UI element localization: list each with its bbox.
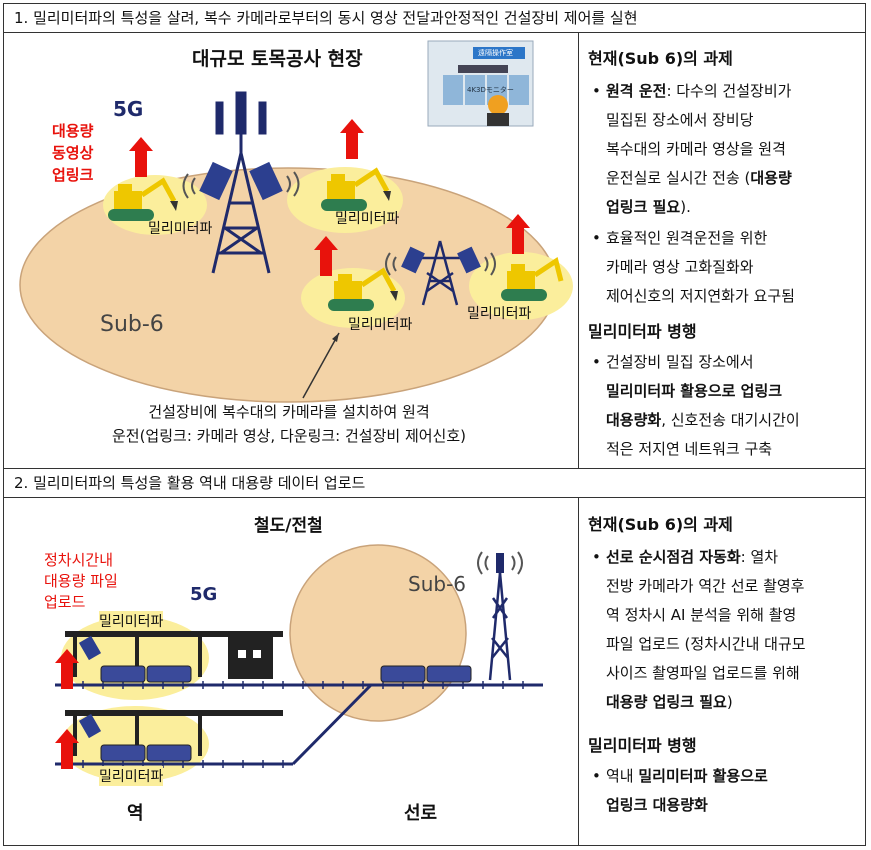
label-station: 역	[127, 803, 144, 824]
section1-divider	[578, 33, 579, 468]
section1-diagram-title: 대규모 토목공사 현장	[192, 48, 363, 70]
caption-line: 건설장비에 복수대의 카메라를 설치하여 원격	[148, 403, 430, 421]
section1-caption: 건설장비에 복수대의 카메라를 설치하여 원격 운전(업링크: 카메라 영상, …	[0, 400, 578, 448]
text: 카메라 영상 고화질화와	[606, 258, 754, 276]
panel-title: 밀리미터파 병행	[588, 736, 697, 755]
excavator-icon-3	[328, 267, 398, 311]
label-sub6: Sub-6	[408, 572, 467, 596]
label-sub6: Sub-6	[100, 312, 164, 337]
label-track: 선로	[404, 803, 438, 824]
caption-line: 운전(업링크: 카메라 영상, 다운링크: 건설장비 제어신호)	[111, 427, 467, 445]
uplink-line: 대용량 파일	[44, 572, 118, 590]
label-uplink: 정차시간내 대용량 파일 업로드	[44, 550, 118, 613]
bold-text: 밀리미터파 활용으로	[638, 767, 768, 785]
excavator-icon-2	[321, 167, 391, 211]
bullet-quality-latency: 효율적인 원격운전을 위한 카메라 영상 고화질화와 제어신호의 저지연화가 요…	[588, 224, 863, 311]
text: 운전실로 실시간 전송 (	[606, 169, 751, 187]
label-mmwave: 밀리미터파	[148, 221, 213, 237]
bold-text: 대용량화	[606, 411, 662, 429]
antenna-panel-icon	[78, 713, 102, 739]
uplink-line: 동영상	[52, 144, 94, 162]
text: 제어신호의 저지연화가 요구됨	[606, 287, 795, 305]
label-uplink: 대용량 동영상 업링크	[52, 120, 93, 186]
label-mmwave: 밀리미터파	[335, 211, 400, 227]
bold-text: 대용량 업링크 필요	[606, 693, 727, 711]
text: 밀집된 장소에서 장비당	[606, 111, 754, 129]
text: : 열차	[740, 548, 779, 566]
uplink-line: 대용량	[52, 122, 94, 140]
text: : 다수의 건설장비가	[666, 82, 792, 100]
text: 사이즈 촬영파일 업로드를 위해	[606, 664, 800, 682]
signal-waves-icon	[182, 171, 300, 199]
text: )	[726, 693, 733, 711]
text: 역내	[606, 767, 639, 785]
label-5g: 5G	[113, 97, 144, 121]
text: 복수대의 카메라 영상을 원격	[606, 140, 786, 158]
text: 효율적인 원격운전을 위한	[606, 229, 768, 247]
section2-divider	[578, 498, 579, 846]
text: ).	[680, 198, 691, 216]
antenna-panel-icon	[496, 553, 504, 573]
bold-text: 원격 운전	[606, 82, 667, 100]
text: 역 정차시 AI 분석을 위해 촬영	[606, 606, 797, 624]
section1-header: 1. 밀리미터파의 특성을 살려, 복수 카메라로부터의 동시 영상 전달과안정…	[3, 3, 866, 33]
bold-text: 업링크 필요	[606, 198, 681, 216]
section2-header: 2. 밀리미터파의 특성을 활용 역내 대용량 데이터 업로드	[3, 468, 866, 498]
label-mmwave: 밀리미터파	[348, 317, 413, 333]
signal-waves-icon	[385, 252, 496, 276]
uplink-arrow-icon	[129, 119, 530, 276]
antenna-panel-icon	[78, 635, 102, 661]
uplink-arrow-icon	[55, 649, 79, 769]
bullet-mmwave: 역내 밀리미터파 활용으로 업링크 대용량화	[588, 762, 863, 820]
antenna-panel-icon	[199, 161, 233, 201]
main-tower-icon	[211, 91, 271, 274]
bold-text: 밀리미터파 활용으로 업링크	[606, 382, 783, 400]
remote-room-sign: 遠隔操作室	[478, 49, 513, 57]
excavator-icon-1	[108, 177, 178, 221]
bold-text: 업링크 대용량화	[606, 796, 708, 814]
antenna-panel-icon	[249, 161, 283, 201]
uplink-line: 업링크	[52, 166, 94, 184]
panel-title: 현재(Sub 6)의 과제	[588, 49, 733, 68]
bullet-remote-operation: 원격 운전: 다수의 건설장비가 밀집된 장소에서 장비당 복수대의 카메라 영…	[588, 77, 863, 222]
antenna-panel-icon	[457, 246, 481, 274]
small-tower-icon	[415, 240, 465, 306]
text: 전방 카메라가 역간 선로 촬영후	[606, 577, 805, 595]
bullet-mmwave: 건설장비 밀집 장소에서 밀리미터파 활용으로 업링크 대용량화, 신호전송 대…	[588, 348, 863, 464]
excavator-icon-4	[501, 256, 564, 301]
bullet-track-inspection: 선로 순시점검 자동화: 열차 전방 카메라가 역간 선로 촬영후 역 정차시 …	[588, 543, 863, 717]
station-building-icon	[65, 631, 283, 756]
bold-text: 선로 순시점검 자동화	[606, 548, 741, 566]
bold-text: 대용량	[750, 169, 792, 187]
label-mmwave: 밀리미터파	[467, 306, 532, 322]
railway-track	[55, 683, 543, 766]
signal-waves-icon	[477, 551, 523, 575]
section1-diagram	[19, 40, 573, 403]
caption-pointer	[302, 332, 340, 399]
panel-title: 현재(Sub 6)의 과제	[588, 515, 733, 534]
remote-room-monitor-label: 4K3Dモニター	[467, 86, 514, 94]
remote-control-room-image	[427, 40, 534, 127]
section2-right-panel: 현재(Sub 6)의 과제 선로 순시점검 자동화: 열차 전방 카메라가 역간…	[588, 510, 863, 820]
label-5g: 5G	[190, 584, 218, 605]
uplink-line: 업로드	[44, 593, 86, 611]
label-mmwave: 밀리미터파	[99, 611, 164, 631]
text: , 신호전송 대기시간이	[661, 411, 800, 429]
sub6-tower-icon	[488, 572, 512, 681]
section2-diagram-title: 철도/전철	[254, 516, 323, 536]
text: 파일 업로드 (정차시간내 대규모	[606, 635, 806, 653]
text: 적은 저지연 네트워크 구축	[606, 440, 773, 458]
section1-right-panel: 현재(Sub 6)의 과제 원격 운전: 다수의 건설장비가 밀집된 장소에서 …	[588, 44, 863, 464]
panel-title: 밀리미터파 병행	[588, 322, 697, 341]
train-icon	[100, 665, 472, 762]
section2-diagram	[55, 544, 543, 782]
uplink-line: 정차시간내	[44, 551, 114, 569]
label-mmwave: 밀리미터파	[99, 766, 164, 786]
text: 건설장비 밀집 장소에서	[606, 353, 754, 371]
antenna-panel-icon	[401, 246, 425, 274]
